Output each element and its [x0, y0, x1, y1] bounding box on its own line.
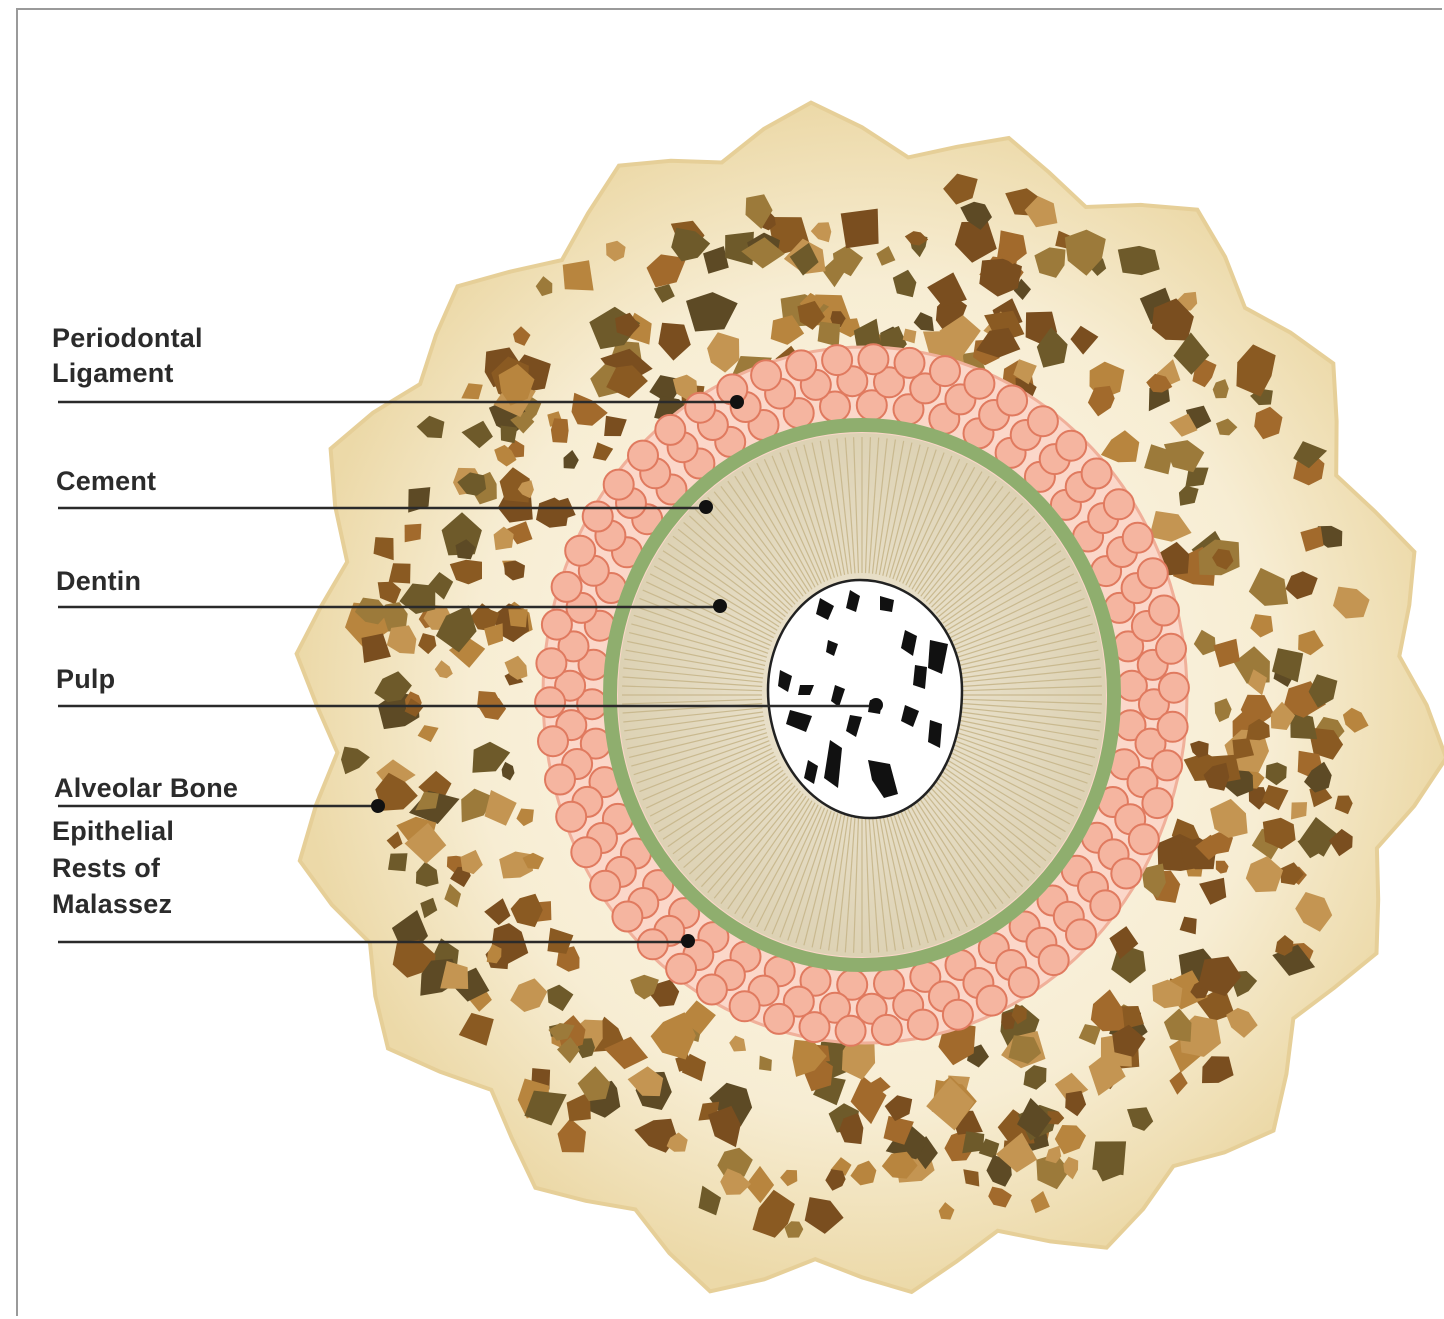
ligament-cell — [1142, 788, 1172, 818]
bone-fragment — [841, 209, 879, 249]
ligament-cell — [786, 350, 816, 380]
label-epithelial-rests-line1: Epithelial — [52, 816, 174, 846]
ligament-cell — [751, 360, 781, 390]
ligament-cell — [612, 902, 642, 932]
ligament-cell — [628, 441, 658, 471]
label-dentin-text: Dentin — [56, 566, 141, 596]
ligament-cell — [542, 610, 572, 640]
ligament-cell — [535, 687, 565, 717]
ligament-cell — [930, 356, 960, 386]
pointer-dot-alveolar-bone — [371, 799, 385, 813]
ligament-cell — [545, 765, 575, 795]
ligament-cell — [1129, 824, 1159, 854]
ligament-cell — [822, 345, 852, 375]
ligament-cell — [1111, 859, 1141, 889]
ligament-cell — [1090, 890, 1120, 920]
ligament-cell — [590, 871, 620, 901]
ligament-cell — [858, 344, 888, 374]
ligament-cell — [908, 1010, 938, 1040]
ligament-cell — [977, 986, 1007, 1016]
pointer-dot-periodontal-ligament — [730, 395, 744, 409]
ligament-cell — [655, 415, 685, 445]
bone-fragment — [1092, 1141, 1126, 1175]
ligament-cell — [1156, 634, 1186, 664]
ligament-cell — [604, 470, 634, 500]
ligament-cell — [1082, 459, 1112, 489]
ligament-cell — [1009, 967, 1039, 997]
ligament-cell — [1158, 712, 1188, 742]
pointer-dot-epithelial-rests — [681, 934, 695, 948]
label-periodontal-ligament-line2: Ligament — [52, 358, 174, 388]
ligament-cell — [1138, 558, 1168, 588]
ligament-cell — [583, 502, 613, 532]
bone-fragment — [388, 853, 408, 871]
bone-fragment — [405, 524, 422, 543]
ligament-cell — [836, 1016, 866, 1046]
label-alveolar-bone-text: Alveolar Bone — [54, 773, 238, 803]
ligament-cell — [536, 648, 566, 678]
bone-fragment — [508, 609, 527, 627]
bone-fragment — [563, 260, 594, 290]
label-epithelial-rests-line2: Rests of — [52, 853, 161, 883]
pointer-dot-dentin — [713, 599, 727, 613]
label-epithelial-rests-line3: Malassez — [52, 889, 172, 919]
ligament-cell — [685, 393, 715, 423]
ligament-cell — [565, 536, 595, 566]
ligament-cell — [800, 1012, 830, 1042]
ligament-cell — [1123, 523, 1153, 553]
pointer-dot-cement — [699, 500, 713, 514]
ligament-cell — [1104, 489, 1134, 519]
ligament-cell — [556, 802, 586, 832]
ligament-cell — [1066, 919, 1096, 949]
ligament-cell — [1039, 945, 1069, 975]
label-periodontal-ligament-line1: Periodontal — [52, 323, 203, 353]
ligament-cell — [943, 1000, 973, 1030]
ligament-cell — [872, 1015, 902, 1045]
pointer-dot-pulp — [869, 698, 883, 712]
label-cement-text: Cement — [56, 466, 156, 496]
ligament-cell — [697, 975, 727, 1005]
ligament-cell — [552, 572, 582, 602]
bone-fragment — [551, 418, 569, 443]
bone-fragment — [1118, 246, 1160, 275]
label-pulp-text: Pulp — [56, 664, 115, 694]
ligament-cell — [1152, 750, 1182, 780]
ligament-cell — [1028, 406, 1058, 436]
bone-fragment — [501, 426, 518, 444]
ligament-cell — [730, 991, 760, 1021]
ligament-cell — [1056, 431, 1086, 461]
ligament-cell — [638, 929, 668, 959]
ligament-cell — [571, 837, 601, 867]
ligament-cell — [997, 386, 1027, 416]
ligament-cell — [964, 369, 994, 399]
ligament-cell — [895, 348, 925, 378]
ligament-cell — [764, 1004, 794, 1034]
ligament-cell — [1159, 673, 1189, 703]
ligament-cell — [666, 954, 696, 984]
ligament-cell — [1149, 596, 1179, 626]
ligament-cell — [538, 726, 568, 756]
